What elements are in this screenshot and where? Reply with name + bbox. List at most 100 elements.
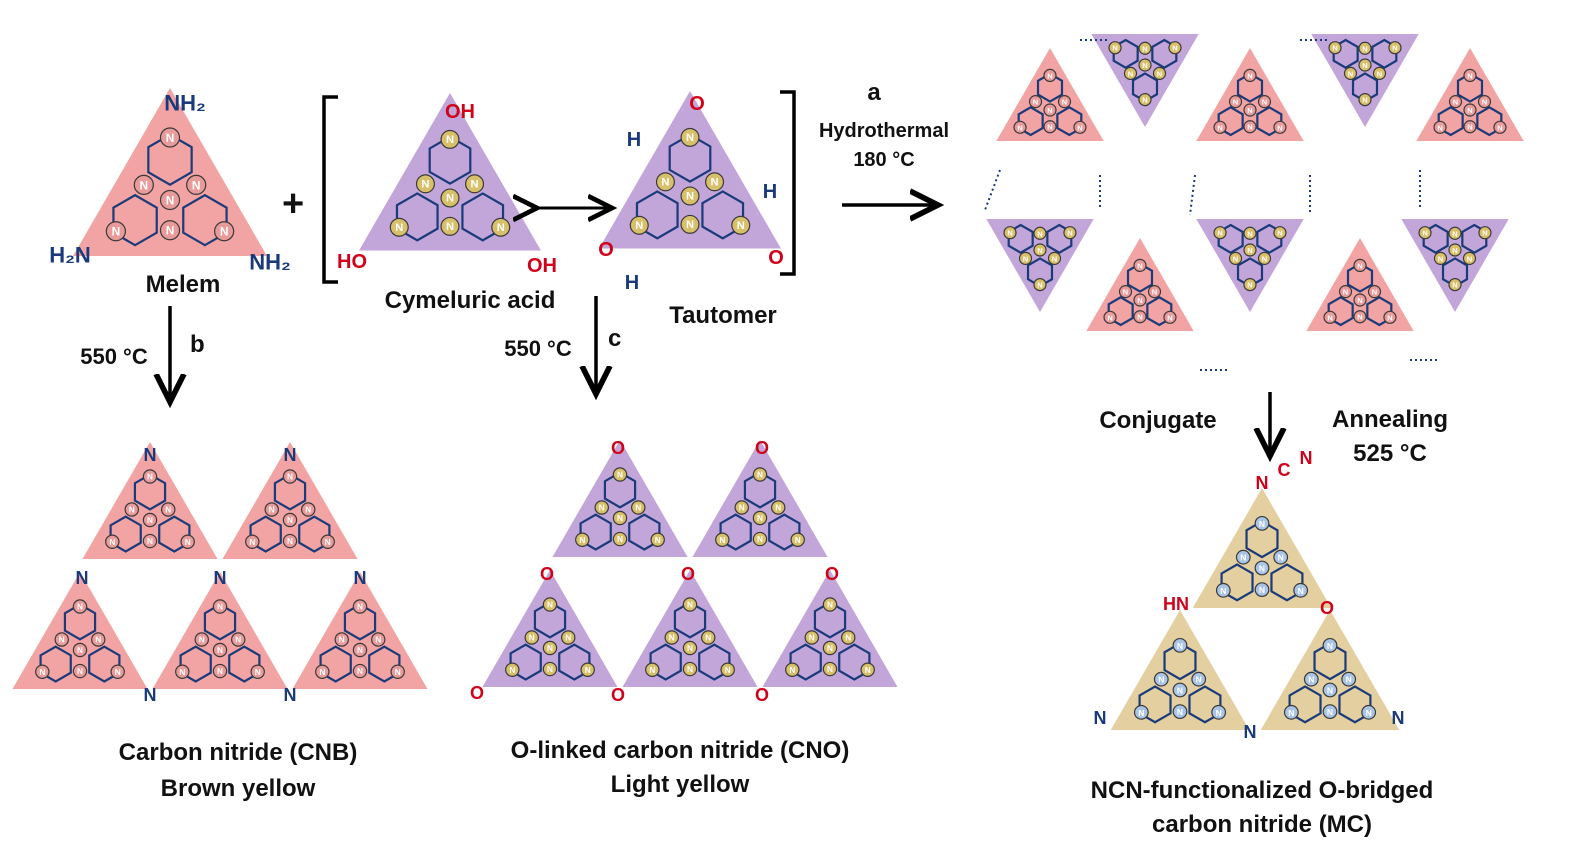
unit-triangle xyxy=(82,442,218,559)
step-c-temp: 550 °C xyxy=(504,336,572,361)
cno-bridge-o: O xyxy=(755,685,769,705)
nitrogen-symbol: N xyxy=(95,635,101,644)
nitrogen-atom-icon xyxy=(1243,277,1257,292)
nitrogen-atom-icon xyxy=(352,663,368,679)
nitrogen-atom-icon xyxy=(1018,251,1033,265)
nitrogen-atom-icon xyxy=(1367,285,1382,299)
nitrogen-symbol: N xyxy=(339,635,345,644)
bracket-left xyxy=(322,95,338,284)
nitrogen-symbol: N xyxy=(287,472,293,481)
nitrogen-atom-icon xyxy=(105,534,120,549)
nitrogen-atom-icon xyxy=(110,664,125,679)
nitrogen-atom-icon xyxy=(1243,68,1257,83)
nitrogen-atom-icon xyxy=(1213,120,1227,134)
nitrogen-symbol: N xyxy=(617,514,623,523)
tautomer-o-top: O xyxy=(689,93,705,115)
nitrogen-symbol: N xyxy=(1497,123,1502,132)
nitrogen-symbol: N xyxy=(1037,229,1042,238)
nitrogen-symbol: N xyxy=(1233,98,1238,107)
nitrogen-symbol: N xyxy=(1157,69,1162,78)
conjugate-network: NNNNNNNNNNNNNNNNNNNNNNNNNNNNNNNNNNNNNNNN… xyxy=(984,34,1524,371)
nitrogen-atom-icon xyxy=(1273,120,1287,134)
nitrogen-symbol: N xyxy=(827,600,833,609)
nitrogen-atom-icon xyxy=(1273,226,1287,240)
nitrogen-symbol: N xyxy=(1278,553,1284,563)
ring-hexagon xyxy=(768,513,801,551)
nitrogen-atom-icon xyxy=(1358,92,1372,107)
ring-hexagon xyxy=(461,192,505,242)
nitrogen-atom-icon xyxy=(1463,68,1477,83)
nitrogen-symbol: N xyxy=(39,668,45,677)
ring-hexagon xyxy=(789,643,822,681)
cnb-bridge-n: N xyxy=(144,685,157,705)
nitrogen-symbol: N xyxy=(1259,564,1265,574)
nitrogen-symbol: N xyxy=(1262,254,1267,263)
nitrogen-symbol: N xyxy=(1332,44,1337,53)
heptazine-core xyxy=(39,603,121,683)
nitrogen-atom-icon xyxy=(133,174,154,196)
nitrogen-atom-icon xyxy=(214,221,235,242)
unit-triangle xyxy=(622,570,758,687)
nitrogen-atom-icon xyxy=(575,532,590,547)
nitrogen-symbol: N xyxy=(845,633,851,642)
nitrogen-atom-icon xyxy=(1383,310,1397,324)
ring-hexagon xyxy=(1107,296,1134,327)
nitrogen-symbol: N xyxy=(617,470,623,479)
nitrogen-atom-icon xyxy=(1257,251,1272,265)
ring-hexagon xyxy=(698,643,731,681)
ring-hexagon xyxy=(1256,106,1283,137)
nitrogen-atom-icon xyxy=(1235,549,1251,565)
nitrogen-symbol: N xyxy=(1047,123,1052,132)
nitrogen-symbol: N xyxy=(686,191,694,203)
nitrogen-symbol: N xyxy=(719,536,725,545)
nitrogen-symbol: N xyxy=(635,503,641,512)
nitrogen-atom-icon xyxy=(440,129,460,149)
nitrogen-symbol: N xyxy=(757,514,763,523)
cno-caption-line1: O-linked carbon nitride (CNO) xyxy=(511,737,850,764)
nitrogen-atom-icon xyxy=(860,662,875,677)
nitrogen-atom-icon xyxy=(35,664,50,679)
nitrogen-atom-icon xyxy=(680,214,700,234)
nitrogen-symbol: N xyxy=(1247,123,1252,132)
nitrogen-symbol: N xyxy=(1262,98,1267,107)
ring-hexagon xyxy=(1138,685,1172,724)
nitrogen-atom-icon xyxy=(1254,560,1270,576)
nitrogen-atom-icon xyxy=(731,215,751,235)
mc-ncn-c: C xyxy=(1278,460,1291,480)
ring-hexagon xyxy=(1163,642,1197,681)
nitrogen-atom-icon xyxy=(175,664,190,679)
ring-hexagon xyxy=(133,473,167,511)
nitrogen-atom-icon xyxy=(841,630,856,645)
nitrogen-symbol: N xyxy=(1137,313,1142,322)
unit-triangle xyxy=(762,570,898,687)
nitrogen-atom-icon xyxy=(524,630,539,645)
nitrogen-atom-icon xyxy=(822,640,838,656)
nitrogen-atom-icon xyxy=(1328,41,1342,55)
nitrogen-atom-icon xyxy=(1103,310,1117,324)
tautomer-h-top: H xyxy=(627,129,641,151)
nitrogen-atom-icon xyxy=(790,532,805,547)
step-b-letter: b xyxy=(190,331,205,358)
nitrogen-atom-icon xyxy=(1477,95,1492,109)
nitrogen-symbol: N xyxy=(1177,707,1183,717)
cnb-bridge-n: N xyxy=(76,568,89,588)
nitrogen-atom-icon xyxy=(1163,310,1177,324)
tautomer-h-right: H xyxy=(763,181,777,203)
ring-hexagon xyxy=(1313,642,1347,681)
nitrogen-symbol: N xyxy=(1327,313,1332,322)
nitrogen-symbol: N xyxy=(1452,281,1457,290)
ring-hexagon xyxy=(838,643,871,681)
ring-hexagon xyxy=(428,135,472,185)
nitrogen-symbol: N xyxy=(579,536,585,545)
nitrogen-symbol: N xyxy=(687,600,693,609)
ring-hexagon xyxy=(109,515,142,553)
ring-hexagon xyxy=(1126,262,1154,293)
nitrogen-atom-icon xyxy=(491,217,511,237)
nitrogen-atom-icon xyxy=(542,661,558,677)
nitrogen-symbol: N xyxy=(827,644,833,653)
nitrogen-atom-icon xyxy=(159,220,181,241)
ring-hexagon xyxy=(533,601,567,639)
heptazine-core xyxy=(395,135,505,242)
ring-hexagon xyxy=(558,643,591,681)
